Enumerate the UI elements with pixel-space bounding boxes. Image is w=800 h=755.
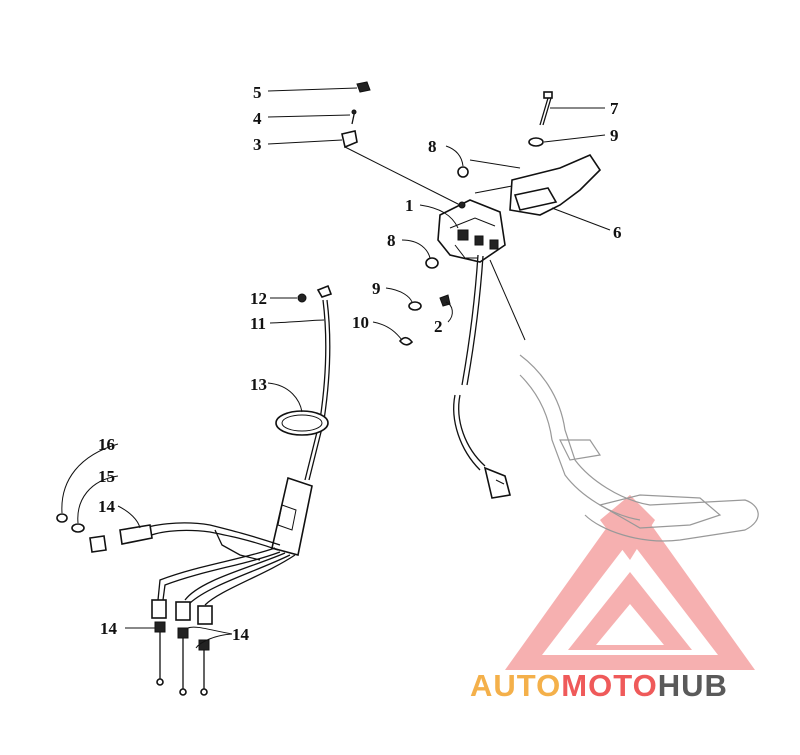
callout-14c: 14 (232, 625, 250, 644)
watermark-word-auto: AUTO (470, 668, 562, 703)
small-fasteners (398, 166, 469, 346)
callout-2: 2 (434, 317, 443, 336)
hose-clamp (275, 410, 329, 436)
handlebar-outline (489, 259, 759, 542)
cable-branches (139, 522, 296, 606)
callout-8b: 8 (387, 231, 396, 250)
throttle-cable (271, 284, 333, 556)
callout-15: 15 (98, 467, 115, 486)
throttle-lever (469, 154, 602, 216)
callout-13: 13 (250, 375, 267, 394)
callout-8a: 8 (428, 137, 437, 156)
callout-4: 4 (253, 109, 262, 128)
washer (528, 137, 544, 147)
callout-10: 10 (352, 313, 369, 332)
callout-14a: 14 (98, 497, 116, 516)
callout-14b: 14 (100, 619, 118, 638)
callout-1: 1 (405, 196, 414, 215)
callout-12: 12 (250, 289, 267, 308)
watermark-text: AUTOMOTOHUB (470, 668, 728, 704)
bolt (539, 91, 553, 126)
callout-3: 3 (253, 135, 262, 154)
callout-9a: 9 (610, 126, 619, 145)
switch-wire (453, 254, 511, 499)
callout-5: 5 (253, 83, 262, 102)
callout-7: 7 (610, 99, 619, 118)
watermark-logo-icon (505, 495, 755, 670)
leader-lines (61, 87, 611, 649)
callout-6: 6 (613, 223, 622, 242)
screw-clip-parts (341, 81, 461, 206)
throttle-housing (437, 199, 506, 263)
cable-end-left (56, 513, 153, 553)
watermark-word-moto: MOTO (561, 668, 658, 703)
cable-ends-bottom (151, 599, 213, 696)
callout-11: 11 (250, 314, 266, 333)
callout-9b: 9 (372, 279, 381, 298)
watermark-word-hub: HUB (657, 668, 728, 703)
callout-16: 16 (98, 435, 115, 454)
callout-labels: 5 4 3 7 9 8 1 6 8 9 2 10 12 11 13 16 15 … (98, 83, 622, 644)
